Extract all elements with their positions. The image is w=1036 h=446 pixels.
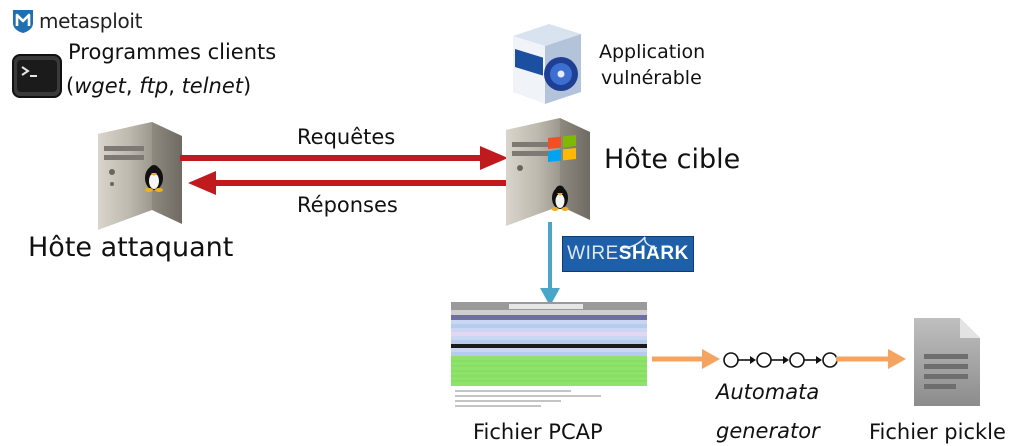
target-server-icon bbox=[498, 108, 598, 236]
pcap-label: Fichier PCAP bbox=[473, 420, 603, 444]
capture-arrow bbox=[538, 222, 562, 308]
shark-fin-icon bbox=[623, 236, 657, 249]
requests-arrow bbox=[180, 140, 510, 180]
app-label-line2: vulnérable bbox=[601, 67, 702, 89]
app-label-line1: Application bbox=[599, 41, 706, 63]
attacker-host-label: Hôte attaquant bbox=[28, 232, 234, 263]
clients-open-paren: ( bbox=[66, 74, 75, 98]
clients-separator: , bbox=[168, 74, 182, 98]
pipeline-arrow-out bbox=[836, 345, 908, 373]
client-telnet: telnet bbox=[181, 74, 244, 98]
software-box-icon bbox=[505, 18, 585, 108]
clients-title: Programmes clients bbox=[68, 40, 277, 64]
clients-close-paren: ) bbox=[243, 74, 252, 98]
generator-label-line1: Automata bbox=[716, 380, 820, 404]
terminal-icon bbox=[12, 54, 62, 98]
automaton-graph-icon bbox=[722, 349, 846, 371]
responses-label: Réponses bbox=[297, 193, 398, 217]
requests-label: Requêtes bbox=[297, 125, 396, 149]
metasploit-wordmark: metasploit bbox=[39, 9, 143, 33]
client-ftp: ftp bbox=[139, 74, 169, 98]
clients-separator: , bbox=[125, 74, 140, 98]
client-wget: wget bbox=[74, 74, 126, 98]
metasploit-shield-icon bbox=[13, 10, 33, 33]
generator-label-line2: generator bbox=[716, 419, 820, 443]
document-icon bbox=[912, 316, 982, 408]
wireshark-logo-text-wire: WIRE bbox=[567, 243, 619, 264]
attacker-server-icon bbox=[90, 112, 190, 240]
pipeline-arrow-in bbox=[652, 345, 722, 373]
pickle-label: Fichier pickle bbox=[869, 420, 1006, 444]
metasploit-logo: metasploit bbox=[10, 8, 143, 34]
pcap-thumbnail bbox=[451, 302, 647, 412]
responses-arrow bbox=[186, 165, 516, 205]
target-host-label: Hôte cible bbox=[604, 144, 741, 175]
clients-list: (wget, ftp, telnet) bbox=[66, 74, 251, 98]
wireshark-logo-text-shark: SHARK bbox=[618, 243, 689, 264]
